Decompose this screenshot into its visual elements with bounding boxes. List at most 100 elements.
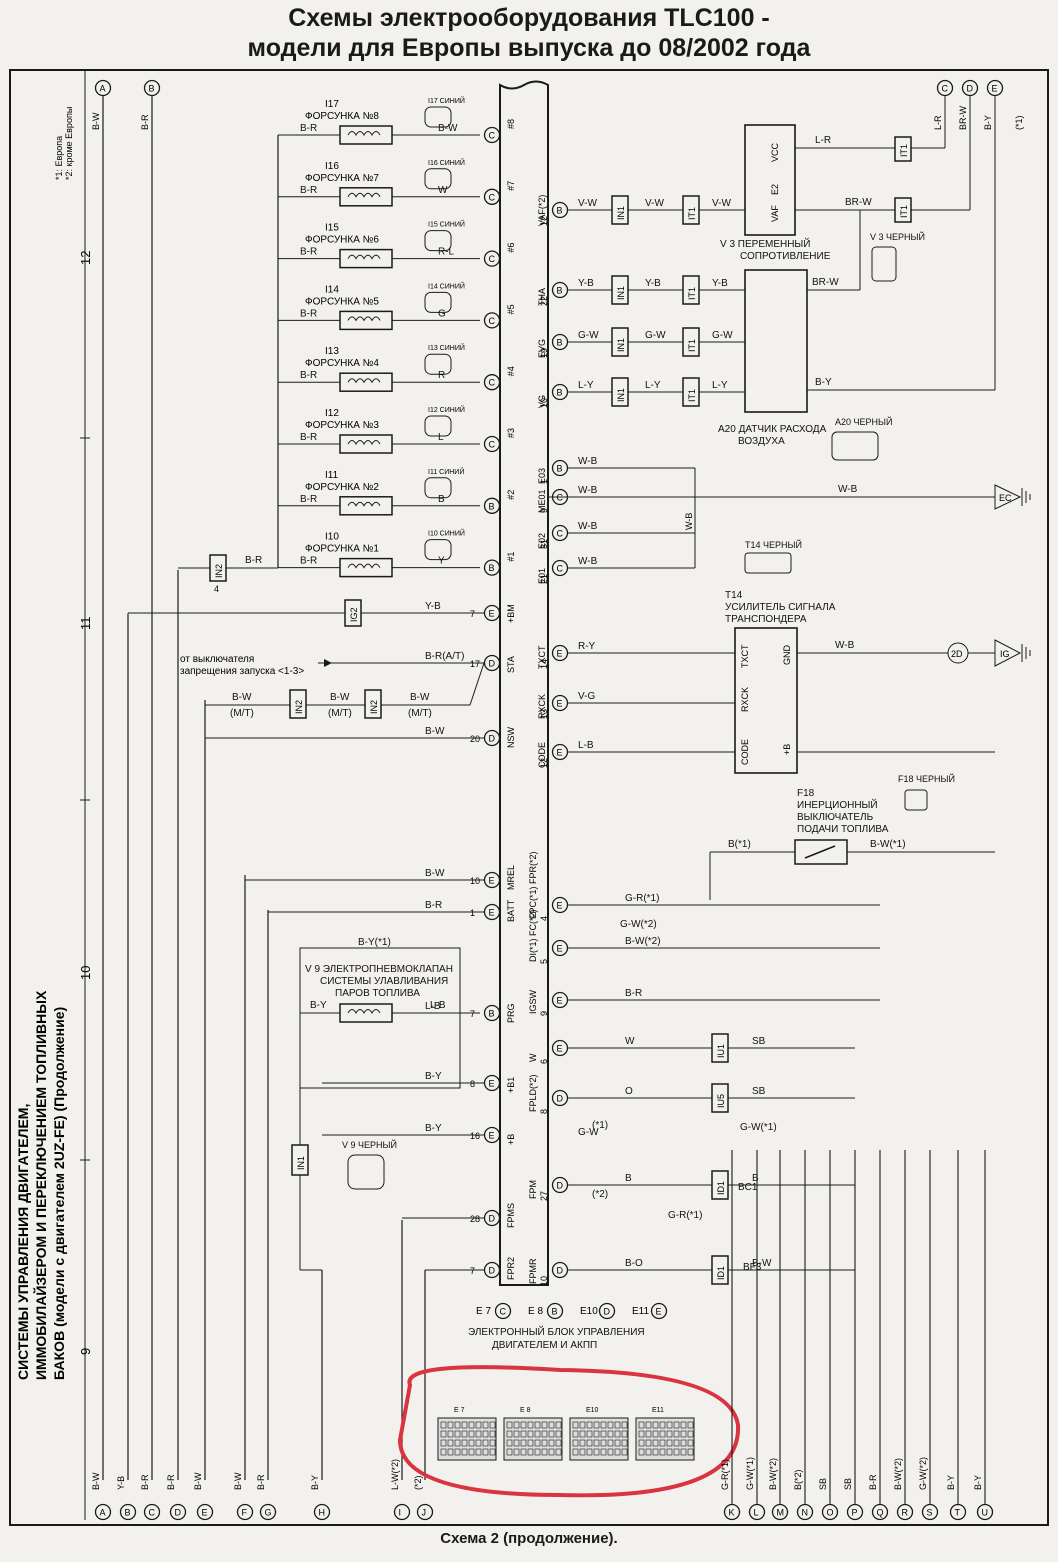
- lower-connector: ID1: [716, 1181, 726, 1195]
- t14-name: T14: [725, 590, 743, 601]
- bottom-terminal-C-id: C: [149, 1508, 156, 1518]
- connector-thumb-label: E 8: [520, 1407, 531, 1414]
- page-title-line1: Схемы электрооборудования TLC100 -: [288, 4, 770, 32]
- side-title-line2: ИММОБИЛАЙЗЕРОМ И ПЕРЕКЛЮЧЕНИЕМ ТОПЛИВНЫХ: [32, 990, 49, 1380]
- page-footer: Схема 2 (продолжение).: [440, 1530, 618, 1547]
- bottom-terminal-P-id: P: [852, 1508, 858, 1518]
- ecu-left-pin-wire: L-B: [425, 1001, 441, 1012]
- bottom-terminal-wire-M: B-W(*2): [768, 1458, 778, 1490]
- t14-pin-code: CODE: [740, 739, 750, 765]
- ecu-right-pin-signal: RXCK: [537, 694, 547, 719]
- f18-name: F18: [797, 788, 815, 799]
- ecu-left-pin-wire: B-R: [425, 900, 442, 911]
- ecu-left-pin-signal: +B: [506, 1134, 516, 1145]
- t14-transponder: T14 ЧЕРНЫЙ T14 УСИЛИТЕЛЬ СИГНАЛА ТРАНСПО…: [725, 539, 995, 774]
- top-terminal-note: (*1): [1014, 115, 1024, 130]
- side-title: СИСТЕМЫ УПРАВЛЕНИЯ ДВИГАТЕЛЕМ, ИММОБИЛАЙ…: [15, 990, 67, 1380]
- mid-wire: L-Y: [645, 380, 661, 391]
- ecu-lower-pin-term-id: D: [557, 1181, 564, 1191]
- injector-term: B: [483, 497, 501, 514]
- ecu-conn-term: D: [598, 1302, 616, 1320]
- injector-name: ФОРСУНКА №8: [305, 111, 379, 122]
- ecu-left-pin-+B: E16+BB-Y: [425, 1123, 516, 1145]
- injector-term: C: [483, 126, 501, 144]
- ecu-right-pin-signal: ME01: [537, 489, 547, 513]
- v9-wire-right: L-B: [430, 1000, 446, 1011]
- ecu-right-pin-wire: R-Y: [578, 641, 596, 652]
- injector-connector-icon: [424, 230, 452, 252]
- injector-id: I16: [325, 161, 339, 172]
- footnote-1: *1: Европа: [54, 136, 64, 180]
- ecu-right-pin-number: 19: [539, 348, 549, 358]
- ecu-conn-term-id: D: [604, 1307, 611, 1317]
- injector-name: ФОРСУНКА №7: [305, 173, 379, 184]
- ecu-left-pin-term: D: [483, 654, 501, 672]
- lower-wire-right: B-W: [752, 1258, 772, 1269]
- bottom-terminal-wire-O: SB: [818, 1478, 828, 1490]
- injector-id: I17: [325, 99, 339, 110]
- ecu-right-pin-wire: W-B: [578, 456, 598, 467]
- out-wire: G-W: [712, 330, 733, 341]
- ecu-lower-pin-wire: B-O: [625, 1258, 643, 1269]
- connector-thumb: E10: [569, 1407, 629, 1461]
- ecu-lower-pin-number: 9: [539, 1011, 549, 1016]
- ecu-left-pin-wire: Y-B: [425, 601, 441, 612]
- mt-label-a: (M/T): [230, 708, 254, 719]
- v9-purge-valve: V 9 ЭЛЕКТРОПНЕВМОКЛАПАН СИСТЕМЫ УЛАВЛИВА…: [291, 937, 480, 1271]
- ecu-lower-pin-signal: FPMR: [528, 1258, 538, 1284]
- injector-connector-label: I17 СИНИЙ: [428, 96, 465, 105]
- ecu-left-pin-signal: PRG: [506, 1003, 516, 1023]
- ecu-lower-pin-term-id: D: [557, 1266, 564, 1276]
- ecu-left-pin-signal: FPMS: [506, 1203, 516, 1228]
- misc-wire-4: G-R(*1): [668, 1210, 702, 1221]
- ecu-left-pin-number: 16: [470, 1131, 480, 1141]
- ecu-left-pin-term: E: [483, 604, 501, 622]
- bottom-terminal-L-id: L: [754, 1508, 759, 1518]
- top-terminal-wire-D: BR-W: [958, 106, 968, 130]
- left-bus: [102, 96, 426, 1480]
- bottom-terminal-wire-L: G-W(*1): [745, 1457, 755, 1490]
- injector-signal: #3: [506, 428, 516, 438]
- ecu-right-pin-term: B: [551, 459, 569, 477]
- injector-term-id: C: [489, 254, 496, 264]
- ecu-right-pin-term-id: B: [557, 338, 563, 348]
- connector-thumb-label: E11: [652, 1407, 664, 1414]
- v9-wire-top: B-Y(*1): [358, 937, 391, 948]
- ecu-right-pin-wire: W-B: [578, 521, 598, 532]
- injector-signal: #8: [506, 119, 516, 129]
- f18-inertia-switch: F18 ЧЕРНЫЙ F18 ИНЕРЦИОННЫЙ ВЫКЛЮЧАТЕЛЬ П…: [709, 773, 995, 900]
- ecu-left-pin-term: E: [483, 871, 501, 889]
- svg-text:IT1: IT1: [899, 205, 909, 218]
- side-title-line3: БАКОВ (модели с двигателем 2UZ-FE) (Прод…: [51, 1007, 67, 1380]
- top-terminal-wire-C: L-R: [933, 115, 943, 130]
- injector-signal-wire: B-W: [438, 123, 458, 134]
- injector-feed-wire: B-R: [300, 370, 317, 381]
- v3-pin-vaf: VAF: [770, 205, 780, 222]
- ecu-right-pin-wire: L-B: [578, 740, 594, 751]
- injector-feed-wire: B-R: [300, 432, 317, 443]
- ecu-right-pin-term: C: [551, 559, 569, 577]
- in2-mt-a: IN2: [294, 700, 304, 714]
- ecu-lower-pin-signal: IGSW: [528, 989, 538, 1014]
- top-terminal-D-id: D: [967, 84, 974, 94]
- bottom-terminal-K-id: K: [729, 1508, 735, 1518]
- ecu-right-pin-number: 9: [539, 508, 549, 513]
- ecu-left-pin-term: E: [483, 1126, 501, 1144]
- injector-term-id: C: [489, 192, 496, 202]
- ecu-left-pin-term-id: E: [489, 609, 495, 619]
- bottom-terminal-O: O: [821, 1503, 839, 1521]
- bottom-terminal-O-id: O: [827, 1508, 834, 1518]
- v3-wire-e2: BR-W: [845, 197, 872, 208]
- bottom-terminal-U-id: U: [982, 1508, 989, 1518]
- lower-connector: ID1: [716, 1266, 726, 1280]
- mid-wire: Y-B: [645, 278, 661, 289]
- top-terminal-C-id: C: [942, 84, 949, 94]
- top-terminal-A: A: [94, 79, 112, 97]
